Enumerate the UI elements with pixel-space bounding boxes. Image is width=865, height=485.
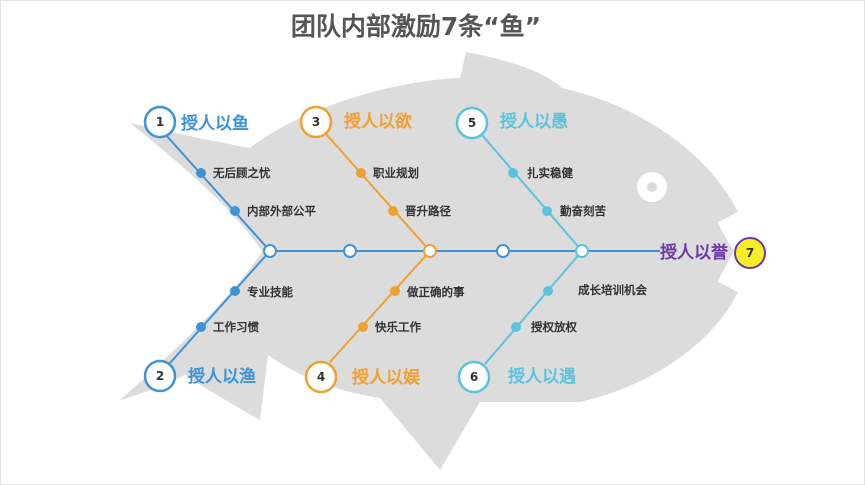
head-number: 7 <box>746 246 754 260</box>
item-dot <box>196 168 206 178</box>
branch-number-badge <box>457 360 491 394</box>
branch-item: 做正确的事 <box>406 285 465 299</box>
spine-node <box>423 244 437 258</box>
branch-label: 授人以愚 <box>500 111 568 132</box>
page-title: 团队内部激励7条“鱼” <box>291 12 541 41</box>
branch-number: 1 <box>156 115 164 129</box>
head-number-badge <box>734 237 766 269</box>
branch-item: 授权放权 <box>531 320 577 334</box>
branch-3: 3 授人以欲 职业规划 晋升路径 <box>299 105 451 218</box>
branch-number: 4 <box>317 370 325 384</box>
spine-node <box>263 244 277 258</box>
item-dot <box>230 206 240 216</box>
item-dot <box>230 286 240 296</box>
branch-label: 授人以欲 <box>344 111 412 132</box>
branch-5: 5 授人以愚 扎实稳健 勤奋刻苦 <box>455 106 606 218</box>
branch-label: 授人以娱 <box>352 367 421 388</box>
branch-item: 内部外部公平 <box>247 204 316 218</box>
bone-3 <box>325 133 431 252</box>
branch-4: 4 授人以娱 做正确的事 快乐工作 <box>304 285 465 394</box>
item-dot <box>196 322 206 332</box>
item-dot <box>388 206 398 216</box>
branch-1: 1 授人以鱼 无后顾之忧 内部外部公平 <box>143 105 316 218</box>
branch-number-badge <box>143 105 177 139</box>
branch-label: 授人以遇 <box>508 366 576 387</box>
branch-number-badge <box>299 105 333 139</box>
branch-item: 专业技能 <box>247 285 293 299</box>
head-label: 授人以誉 <box>660 242 729 263</box>
branch-item: 工作习惯 <box>213 320 259 334</box>
branch-number-badge <box>455 106 489 140</box>
item-dot <box>358 322 368 332</box>
item-dot <box>356 168 366 178</box>
bone-1 <box>164 133 271 252</box>
branch-item: 无后顾之忧 <box>212 166 271 180</box>
branch-number-badge <box>143 359 177 393</box>
item-dot <box>511 322 521 332</box>
item-dot <box>508 168 518 178</box>
item-dot <box>542 206 552 216</box>
bone-4 <box>329 250 431 363</box>
item-dot <box>543 286 553 296</box>
branch-item: 职业规划 <box>373 166 419 180</box>
spine-node <box>343 244 357 258</box>
branch-label: 授人以鱼 <box>181 113 249 134</box>
fish-head-goal: 授人以誉 7 <box>660 237 766 269</box>
branch-item: 成长培训机会 <box>578 283 647 297</box>
branch-number: 5 <box>468 116 476 130</box>
branch-6: 6 授人以遇 成长培训机会 授权放权 <box>457 283 647 394</box>
bone-2 <box>169 250 271 364</box>
branch-number-badge <box>304 360 338 394</box>
branch-number: 6 <box>470 370 478 384</box>
branch-item: 快乐工作 <box>374 320 421 334</box>
bone-6 <box>484 250 583 365</box>
item-dot <box>390 286 400 296</box>
branch-item: 晋升路径 <box>405 204 451 218</box>
branch-item: 勤奋刻苦 <box>560 204 606 218</box>
fish-silhouette <box>120 52 738 470</box>
spine-node <box>575 244 589 258</box>
branch-2: 2 授人以渔 专业技能 工作习惯 <box>143 285 293 393</box>
branch-number: 3 <box>312 115 320 129</box>
bone-5 <box>481 134 583 252</box>
branch-label: 授人以渔 <box>188 366 256 387</box>
spine-node <box>496 244 510 258</box>
branch-number: 2 <box>156 369 164 383</box>
branch-item: 扎实稳健 <box>527 166 573 180</box>
